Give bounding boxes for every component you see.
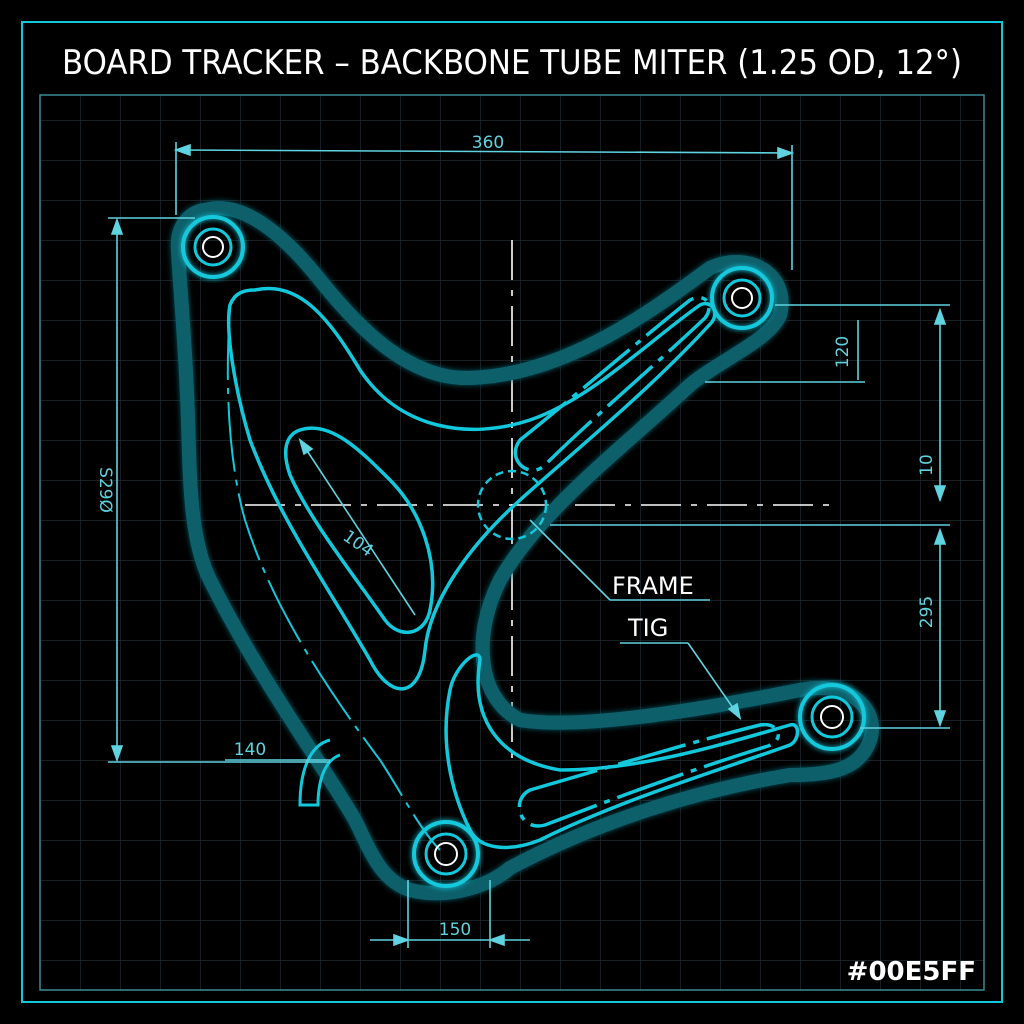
hole-right [798,683,866,751]
note-tig: TIG [627,614,668,642]
dim-left-height: S29Ø [95,467,115,513]
dim-right-lower: 295 [917,596,937,628]
lower-slot [517,723,780,828]
drawing-title: BOARD TRACKER – BACKBONE TUBE MITER (1.2… [62,43,962,83]
hole-bottom [412,820,480,888]
center-hub [476,469,548,541]
inner-offset-line [226,309,441,851]
inner-border [39,94,985,991]
frame-outline [178,208,872,893]
dim-bottom-left: 140 [234,740,266,760]
mounting-holes [181,215,866,888]
center-slot [283,426,435,635]
outer-border [21,21,1003,1003]
note-frame: FRAME [612,572,694,600]
hole-top-left [181,215,245,279]
dim-top-width: 360 [472,133,504,153]
frame-inner-cavities [226,286,800,850]
upper-diagonal-slot [513,295,711,472]
cable-bracket [298,738,341,807]
accent-hex-code: #00E5FF [847,957,976,987]
hole-top-right [710,266,774,330]
dimension-lines [108,142,950,948]
dim-right-middle: 10 [917,454,937,476]
dim-right-upper: 120 [833,336,853,368]
upper-left-cavity [226,286,717,691]
dim-bottom: 150 [439,920,471,940]
lower-cavity [444,653,800,850]
